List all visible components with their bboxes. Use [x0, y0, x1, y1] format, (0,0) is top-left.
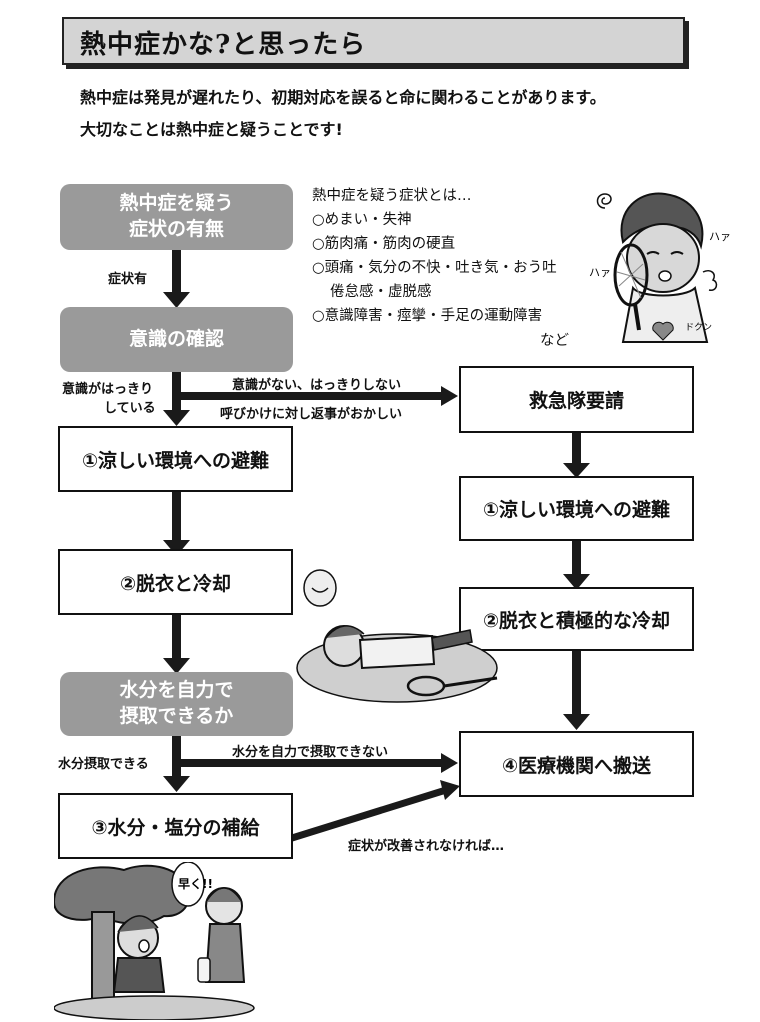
intro-line-1: 熱中症は発見が遅れたり、初期対応を誤ると命に関わることがあります。 [80, 88, 606, 107]
overheated-person-illustration: ハァ ハァ ドクン [589, 192, 731, 343]
label-odd-reply: 呼びかけに対し返事がおかしい [220, 407, 403, 422]
left-undress-box: ②脱衣と冷却 [58, 549, 293, 615]
label-cannot-drink: 水分を自力で摂取できない [232, 745, 389, 760]
suspect-symptoms-box: 熱中症を疑う症状の有無 [60, 184, 293, 250]
label-clear-1: 意識がはっきり [62, 382, 154, 397]
label-clear-2: している [104, 401, 156, 416]
label-not-improve: 症状が改善されなければ… [348, 839, 505, 854]
breath-text: ハァ [709, 230, 731, 243]
symptom-item: 倦怠感・虚脱感 [330, 284, 432, 300]
heartbeat-text: ドクン [685, 322, 712, 333]
intro-line-2: 大切なことは熱中症と疑うことです! [80, 120, 343, 139]
symptoms-heading: 熱中症を疑う症状とは… [312, 188, 472, 204]
symptom-item: ○意識障害・痙攣・手足の運動障害 [312, 308, 543, 324]
collapsed-person-illustration [296, 569, 498, 703]
suspect-line-1: 熱中症を疑う [119, 192, 234, 215]
hospital-box: ④医療機関へ搬送 [459, 731, 694, 797]
left-cool-env-box: ①涼しい環境への避難 [58, 426, 293, 492]
symptom-item: ○頭痛・気分の不快・吐き気・おう吐 [312, 260, 557, 276]
drinking-kids-illustration: 早く!! [54, 862, 255, 1020]
water-line-1: 水分を自力で [119, 679, 234, 702]
hurry-text: 早く!! [178, 877, 213, 891]
suspect-line-2: 症状の有無 [128, 218, 224, 240]
symptoms-etc: など [540, 333, 569, 349]
right-cool-env-box: ①涼しい環境への避難 [459, 476, 694, 541]
label-has-symptoms: 症状有 [108, 272, 148, 287]
right-undress-cool-box: ②脱衣と積極的な冷却 [459, 587, 694, 651]
consciousness-check-box: 意識の確認 [60, 307, 293, 372]
symptom-item: ○筋肉痛・筋肉の硬直 [312, 236, 456, 252]
hydrate-box: ③水分・塩分の補給 [58, 793, 293, 859]
title-banner [62, 17, 685, 65]
label-can-drink: 水分摂取できる [58, 757, 149, 772]
page-title: 熱中症かな?と思ったら [80, 30, 367, 60]
symptom-item: ○めまい・失神 [312, 212, 412, 228]
breath-text: ハァ [589, 266, 611, 279]
water-line-2: 摂取できるか [119, 705, 234, 727]
self-drink-check-box: 水分を自力で摂取できるか [60, 672, 293, 736]
label-not-clear: 意識がない、はっきりしない [232, 378, 402, 393]
ambulance-box: 救急隊要請 [459, 366, 694, 433]
